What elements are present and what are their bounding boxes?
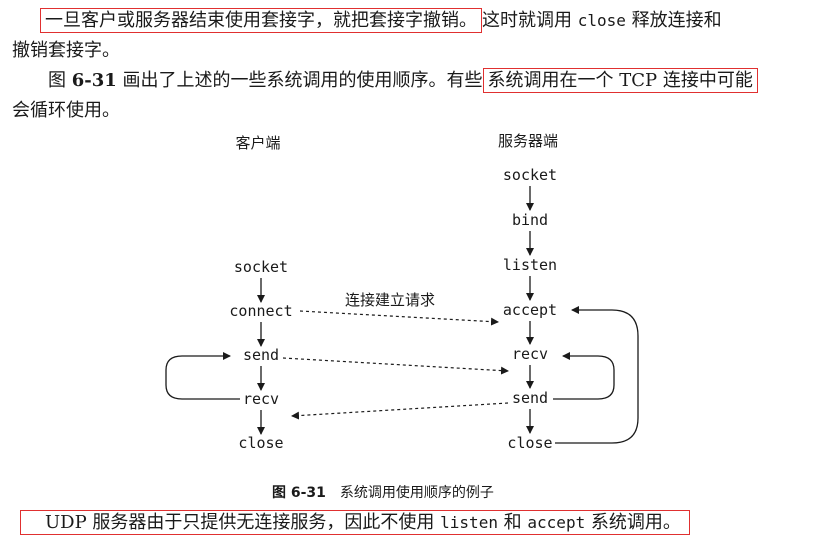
server-send: send	[512, 389, 548, 407]
client-label: 客户端	[235, 134, 280, 152]
paragraph-2-line-2: 会循环使用。	[12, 100, 120, 121]
system-call-diagram: 客户端 服务器端 socket connect send recv close …	[165, 132, 639, 452]
para1-text-b: 释放连接和	[625, 10, 722, 31]
server-flow-arrows	[526, 186, 639, 444]
client-flow-arrows	[165, 278, 265, 435]
client-recv: recv	[243, 390, 279, 408]
client-socket: socket	[234, 258, 288, 276]
paragraph-3: UDP 服务器由于只提供无连接服务，因此不使用 listen 和 accept …	[20, 510, 690, 535]
figure-caption: 图 6-31 系统调用使用顺序的例子	[272, 482, 494, 502]
para3-text-b: 和	[497, 512, 528, 533]
connect-to-accept-arrow	[299, 310, 499, 326]
server-socket: socket	[503, 166, 557, 184]
server-listen: listen	[503, 256, 557, 274]
para2-text: 画出了上述的一些系统调用的使用顺序。有些	[116, 70, 483, 91]
paragraph-2-line-1: 图 6-31 画出了上述的一些系统调用的使用顺序。有些系统调用在一个 TCP 连…	[48, 68, 758, 93]
server-outer-loop-arrow	[555, 306, 639, 444]
para3-text-a: UDP 服务器由于只提供无连接服务，因此不使用	[45, 512, 441, 533]
server-accept: accept	[503, 301, 557, 319]
highlight-box-3: UDP 服务器由于只提供无连接服务，因此不使用 listen 和 accept …	[20, 510, 690, 535]
paragraph-1-line-2: 撤销套接字。	[12, 40, 120, 61]
highlight-box-2: 系统调用在一个 TCP 连接中可能	[482, 68, 758, 93]
server-recv: recv	[512, 345, 548, 363]
client-send: send	[243, 346, 279, 364]
message-arrows	[282, 310, 509, 420]
send-to-recv-reply-arrow	[291, 402, 509, 420]
server-bind: bind	[512, 211, 548, 229]
server-close: close	[507, 434, 552, 452]
connection-request-label: 连接建立请求	[345, 291, 435, 309]
code-accept: accept	[527, 513, 586, 532]
client-loop-arrow	[165, 352, 240, 400]
figure-reference: 6-31	[71, 70, 117, 91]
para3-text-c: 系统调用。	[585, 512, 681, 533]
caption-number: 图 6-31	[272, 485, 326, 501]
send-to-recv-arrow	[282, 357, 509, 375]
para2-lead: 图	[48, 70, 72, 91]
client-close: close	[238, 434, 283, 452]
paragraph-1-line-1: 一旦客户或服务器结束使用套接字，就把套接字撤销。这时就调用 close 释放连接…	[40, 8, 722, 33]
caption-title: 系统调用使用顺序的例子	[339, 485, 494, 501]
server-label: 服务器端	[498, 132, 558, 150]
code-close: close	[577, 11, 626, 30]
client-connect: connect	[229, 302, 292, 320]
para1-text-a: 这时就调用	[482, 10, 578, 31]
server-inner-loop-arrow	[553, 352, 615, 400]
highlight-box-1: 一旦客户或服务器结束使用套接字，就把套接字撤销。	[40, 8, 482, 33]
code-listen: listen	[440, 513, 498, 532]
